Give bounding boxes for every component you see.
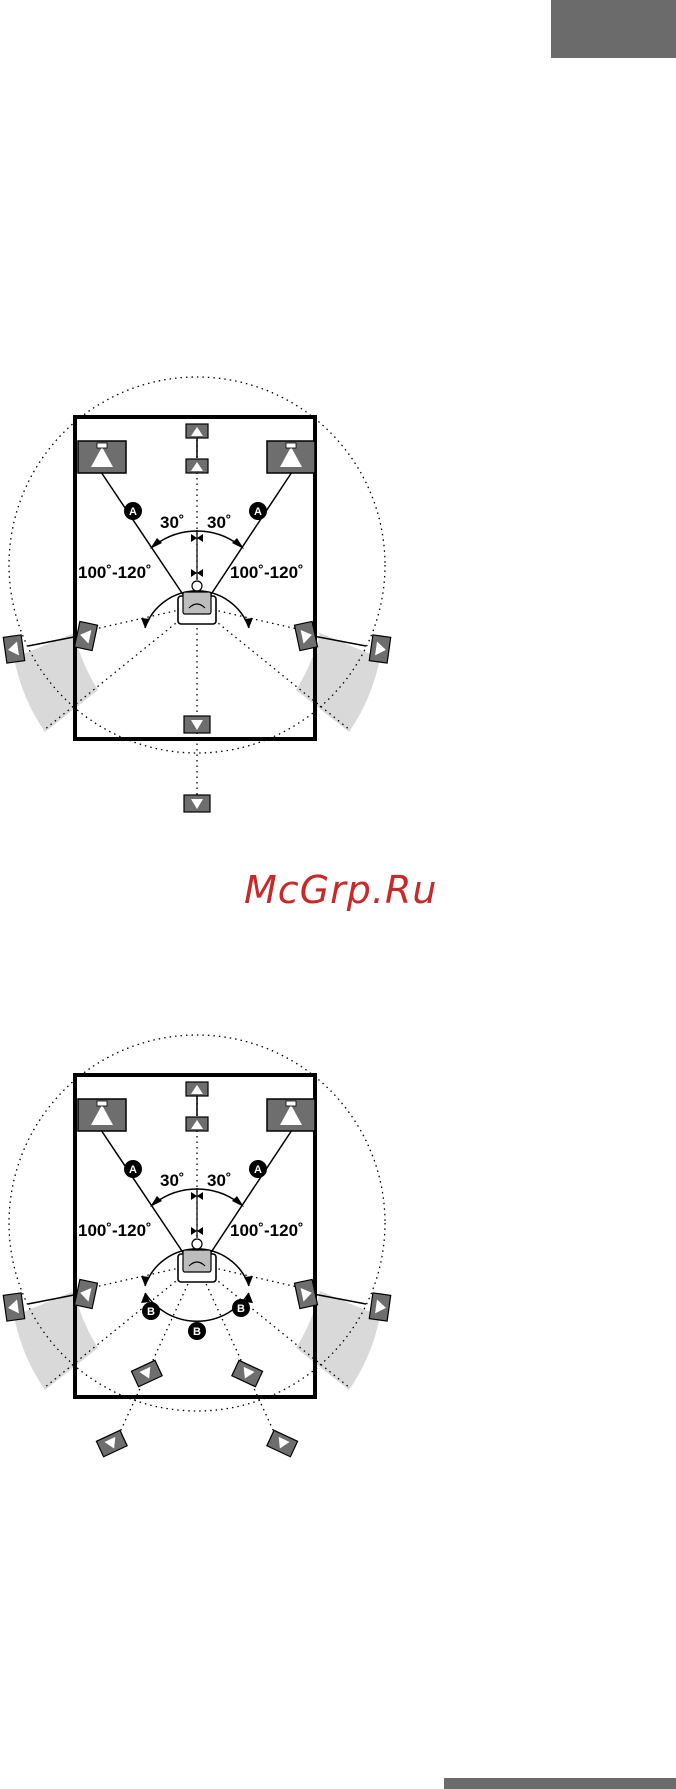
- surround-left-inner-speaker-icon: [74, 1279, 97, 1308]
- svg-text:B: B: [147, 1306, 155, 1318]
- marker-b-right: B: [232, 1299, 250, 1317]
- surround-left-inner-speaker-icon: [74, 621, 97, 650]
- marker-a-left: A: [124, 502, 142, 520]
- angle-label-surround-left: 100˚-120˚: [78, 1221, 152, 1240]
- front-right-speaker-icon: [267, 441, 315, 473]
- svg-text:A: A: [129, 506, 137, 518]
- rear-right-inner-speaker-icon: [232, 1360, 263, 1386]
- watermark-logo: McGrp.Ru: [244, 868, 437, 912]
- angle-label-front-left: 30˚: [160, 513, 185, 532]
- marker-a-left: A: [124, 1160, 142, 1178]
- angle-label-surround-right: 100˚-120˚: [230, 563, 304, 582]
- front-left-speaker-icon: [78, 1099, 126, 1131]
- marker-a-right: A: [249, 502, 267, 520]
- page-footer-bar: [444, 1778, 676, 1789]
- center-speaker-top-icon: [186, 1082, 208, 1096]
- svg-text:A: A: [254, 506, 262, 518]
- svg-text:A: A: [129, 1164, 137, 1176]
- surround-left-outer-speaker-icon: [3, 1293, 24, 1321]
- surround-left-outer-speaker-icon: [3, 635, 24, 663]
- rear-speaker-outer-icon: [184, 795, 210, 812]
- angle-label-front-right: 30˚: [207, 513, 232, 532]
- svg-text:B: B: [193, 1326, 201, 1338]
- surround-right-outer-speaker-icon: [369, 1293, 390, 1321]
- svg-text:A: A: [254, 1164, 262, 1176]
- rear-right-outer-speaker-icon: [267, 1430, 298, 1456]
- center-speaker-icon: [186, 1117, 208, 1131]
- listener-chair-icon: [178, 581, 216, 624]
- marker-a-right: A: [249, 1160, 267, 1178]
- front-right-speaker-icon: [267, 1099, 315, 1131]
- chapter-tab: [551, 0, 676, 58]
- center-speaker-icon: [186, 459, 208, 473]
- speaker-layout-diagram-2: A A B B B 30˚ 30˚ 100˚-120˚ 100˚-120˚: [0, 1068, 420, 1478]
- angle-label-front-right: 30˚: [207, 1171, 232, 1190]
- marker-b-center: B: [188, 1322, 206, 1340]
- angle-label-surround-right: 100˚-120˚: [230, 1221, 304, 1240]
- svg-text:B: B: [237, 1303, 245, 1315]
- angle-label-surround-left: 100˚-120˚: [78, 563, 152, 582]
- front-left-speaker-icon: [78, 441, 126, 473]
- rear-left-outer-speaker-icon: [96, 1430, 127, 1456]
- marker-b-left: B: [142, 1302, 160, 1320]
- surround-right-outer-speaker-icon: [369, 635, 390, 663]
- listener-chair-icon: [178, 1239, 216, 1282]
- center-speaker-top-icon: [186, 424, 208, 438]
- angle-label-front-left: 30˚: [160, 1171, 185, 1190]
- rear-speaker-inner-icon: [184, 716, 210, 733]
- rear-left-inner-speaker-icon: [131, 1360, 162, 1386]
- speaker-layout-diagram-1: A A 30˚ 30˚ 100˚-120˚ 100˚-120˚: [0, 410, 420, 820]
